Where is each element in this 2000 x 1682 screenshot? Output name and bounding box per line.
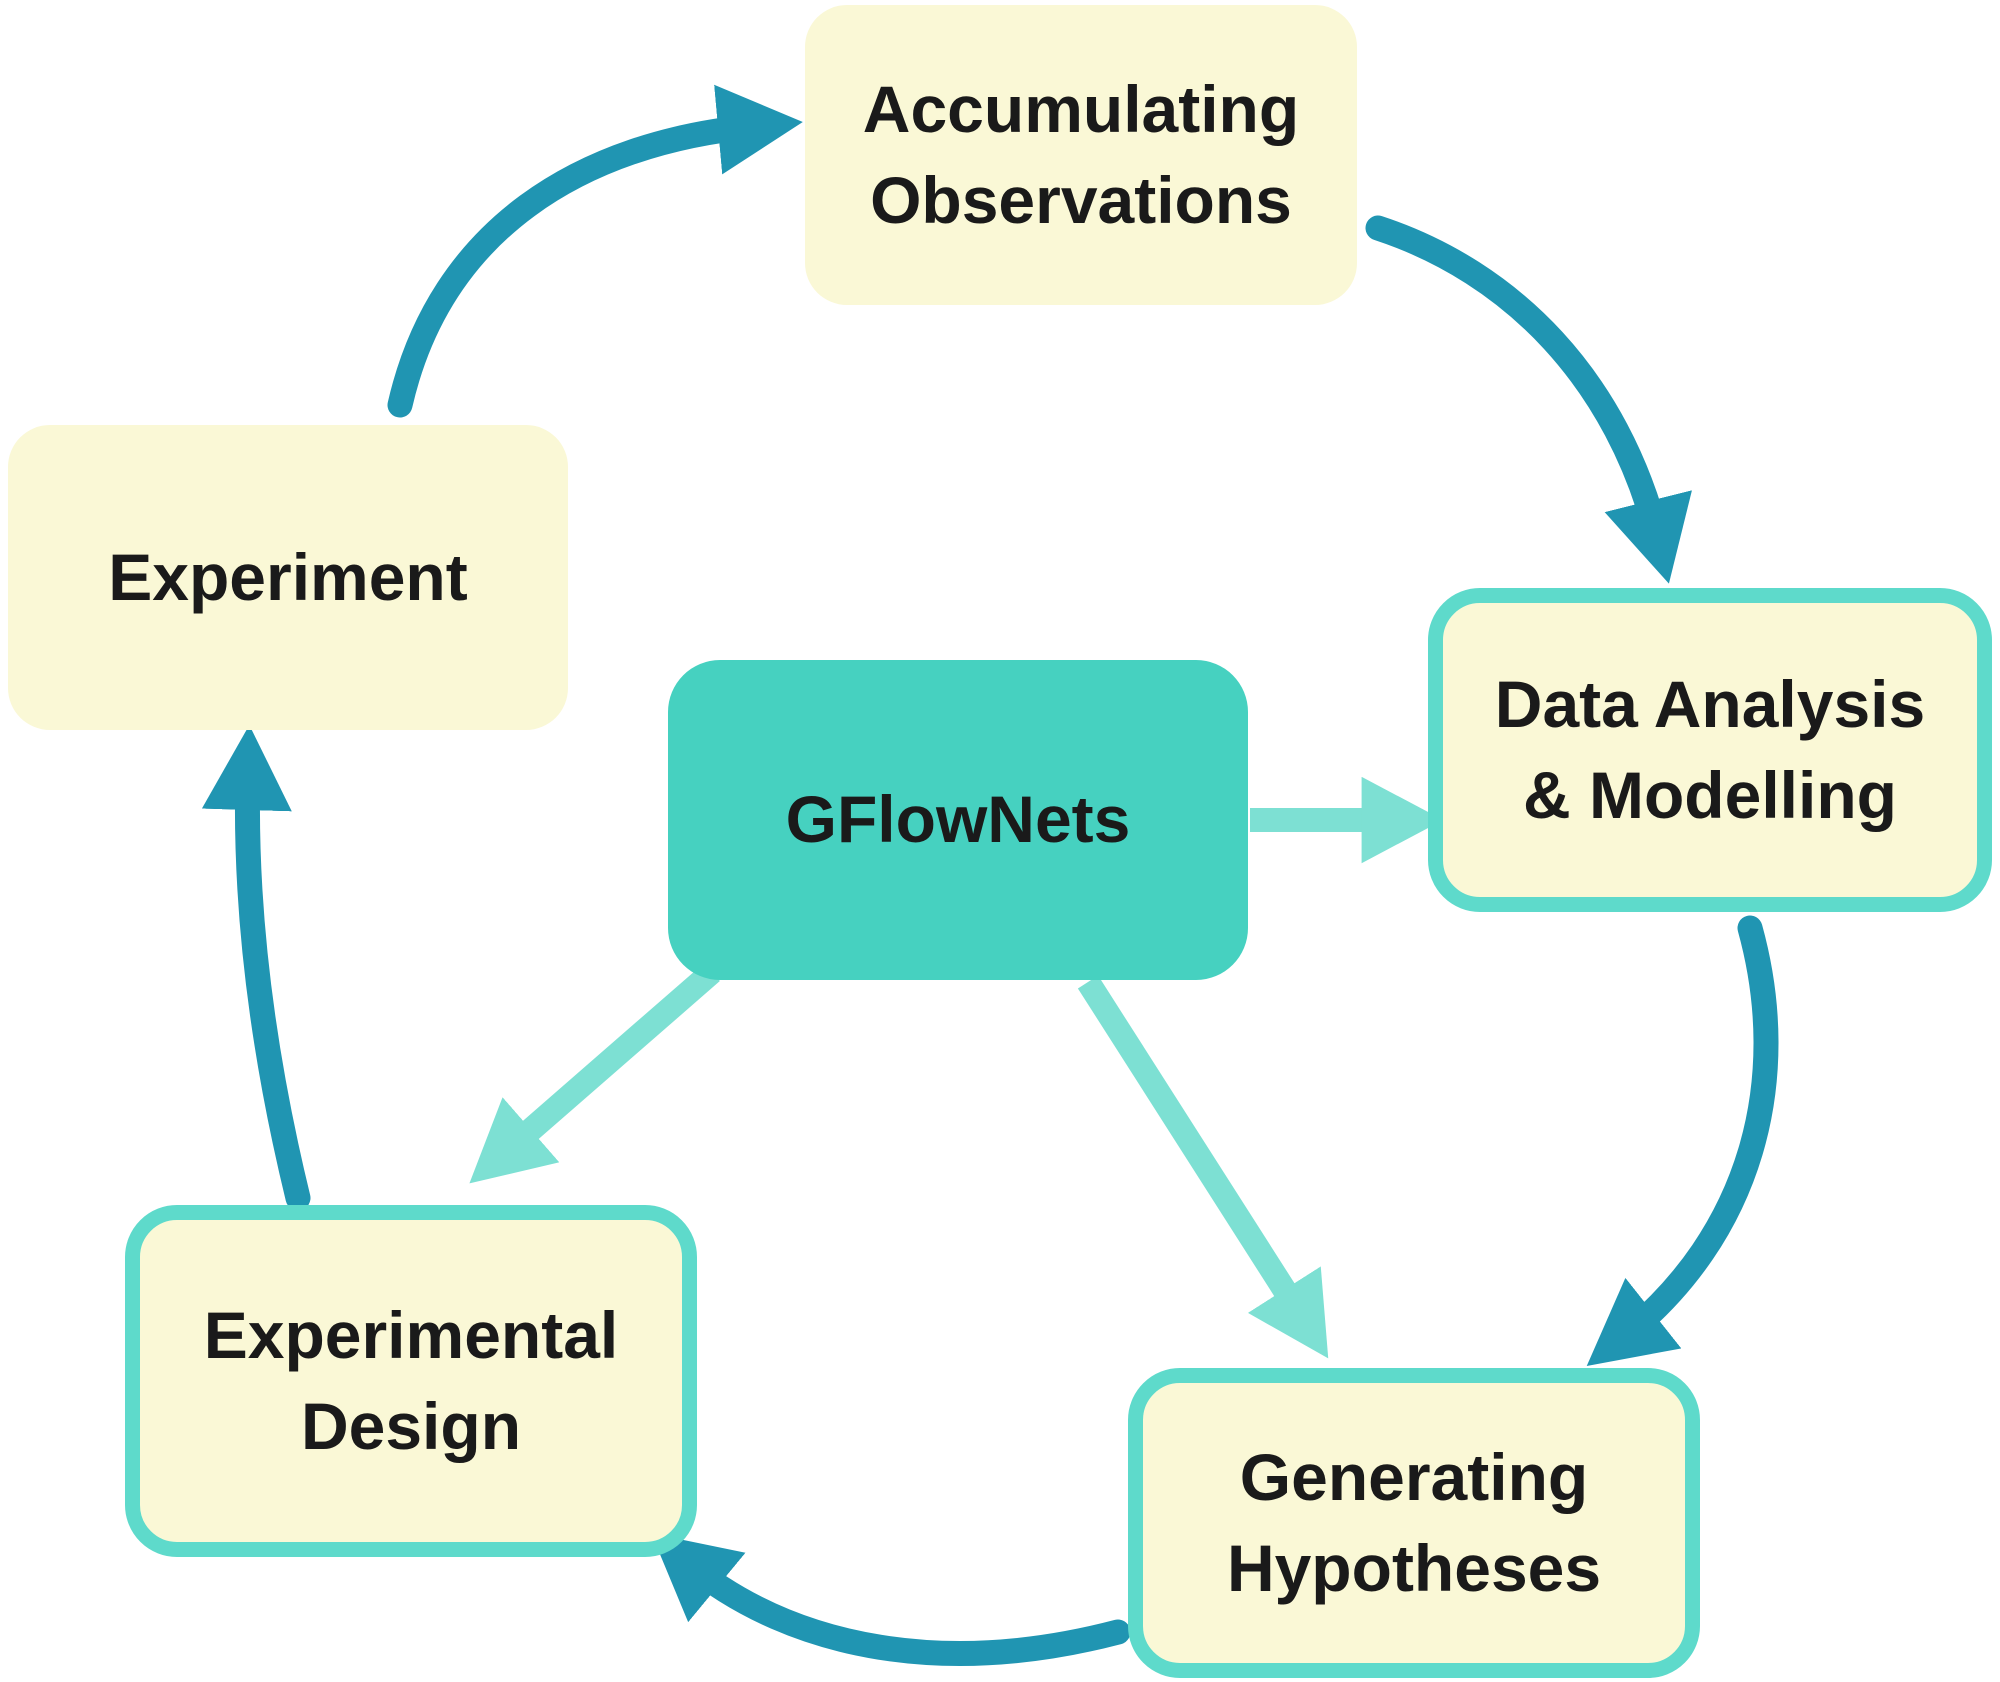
node-generating-hypotheses: Generating Hypotheses bbox=[1128, 1368, 1700, 1678]
node-data-analysis-label-line1: Data Analysis bbox=[1494, 666, 1926, 741]
node-gflownets: GFlowNets bbox=[668, 660, 1248, 980]
node-generating-hypotheses-label-line2: Hypotheses bbox=[1226, 1531, 1602, 1605]
node-gflownets-label: GFlowNets bbox=[785, 782, 1131, 857]
node-accumulating-observations-label-line1: Accumulating bbox=[862, 71, 1300, 146]
arrow-experiment-to-observations bbox=[387, 84, 803, 418]
node-experimental-design-label-line2: Design bbox=[300, 1389, 522, 1463]
node-data-analysis-label-line2: & Modelling bbox=[1523, 758, 1897, 832]
arrow-experimental-design-to-experiment bbox=[201, 725, 311, 1211]
node-experimental-design: Experimental Design bbox=[125, 1205, 697, 1557]
node-experiment-label: Experiment bbox=[108, 539, 468, 614]
arrow-gflownets-to-experimental-design bbox=[469, 962, 720, 1184]
node-experiment: Experiment bbox=[8, 425, 568, 730]
arrow-gflownets-to-hypotheses bbox=[1077, 975, 1329, 1359]
node-generating-hypotheses-label-line1: Generating bbox=[1239, 1439, 1589, 1514]
node-experimental-design-label-line1: Experimental bbox=[203, 1297, 619, 1372]
arrow-hypotheses-to-experimental-design bbox=[651, 1533, 1131, 1666]
arrow-data-analysis-to-hypotheses bbox=[1586, 915, 1779, 1366]
arrow-observations-to-data-analysis bbox=[1365, 215, 1692, 584]
node-accumulating-observations: Accumulating Observations bbox=[805, 5, 1357, 305]
node-accumulating-observations-label-line2: Observations bbox=[870, 163, 1292, 237]
node-data-analysis-modelling: Data Analysis & Modelling bbox=[1428, 588, 1992, 912]
